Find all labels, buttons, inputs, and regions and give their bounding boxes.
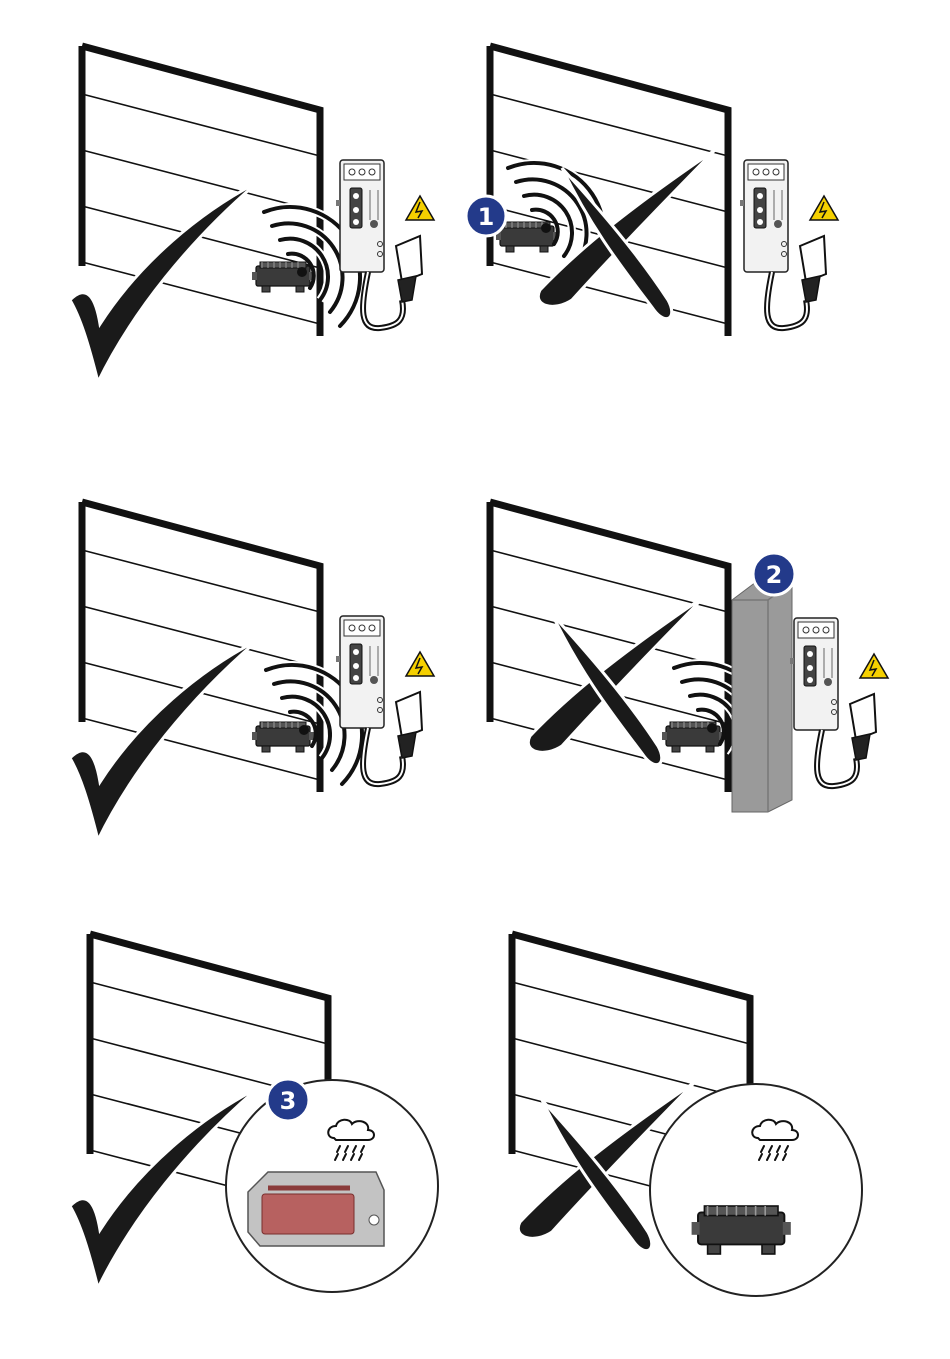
sensor-module — [252, 262, 314, 292]
door-left — [82, 46, 320, 336]
step-badge-2-label: 2 — [766, 561, 783, 589]
step-badge-3-label: 3 — [280, 1087, 297, 1115]
step-badge-1-label: 1 — [478, 203, 495, 231]
control-unit — [740, 160, 838, 328]
door-right — [490, 502, 728, 792]
detail-circle — [650, 1084, 862, 1296]
door-left — [82, 502, 320, 792]
protective-box — [248, 1172, 384, 1246]
step-badge-3: 3 — [267, 1079, 309, 1121]
control-unit — [790, 618, 888, 786]
panel-3 — [70, 934, 862, 1296]
pillar-obstacle — [732, 582, 792, 812]
cross-mark-icon — [538, 150, 715, 319]
step-badge-2: 2 — [753, 553, 795, 595]
panel-1 — [70, 46, 838, 382]
step-badge-1: 1 — [466, 196, 506, 236]
control-unit — [336, 616, 434, 784]
panel-2 — [70, 502, 888, 840]
check-mark-icon — [70, 182, 258, 382]
door-right — [490, 46, 728, 336]
control-unit — [336, 160, 434, 328]
